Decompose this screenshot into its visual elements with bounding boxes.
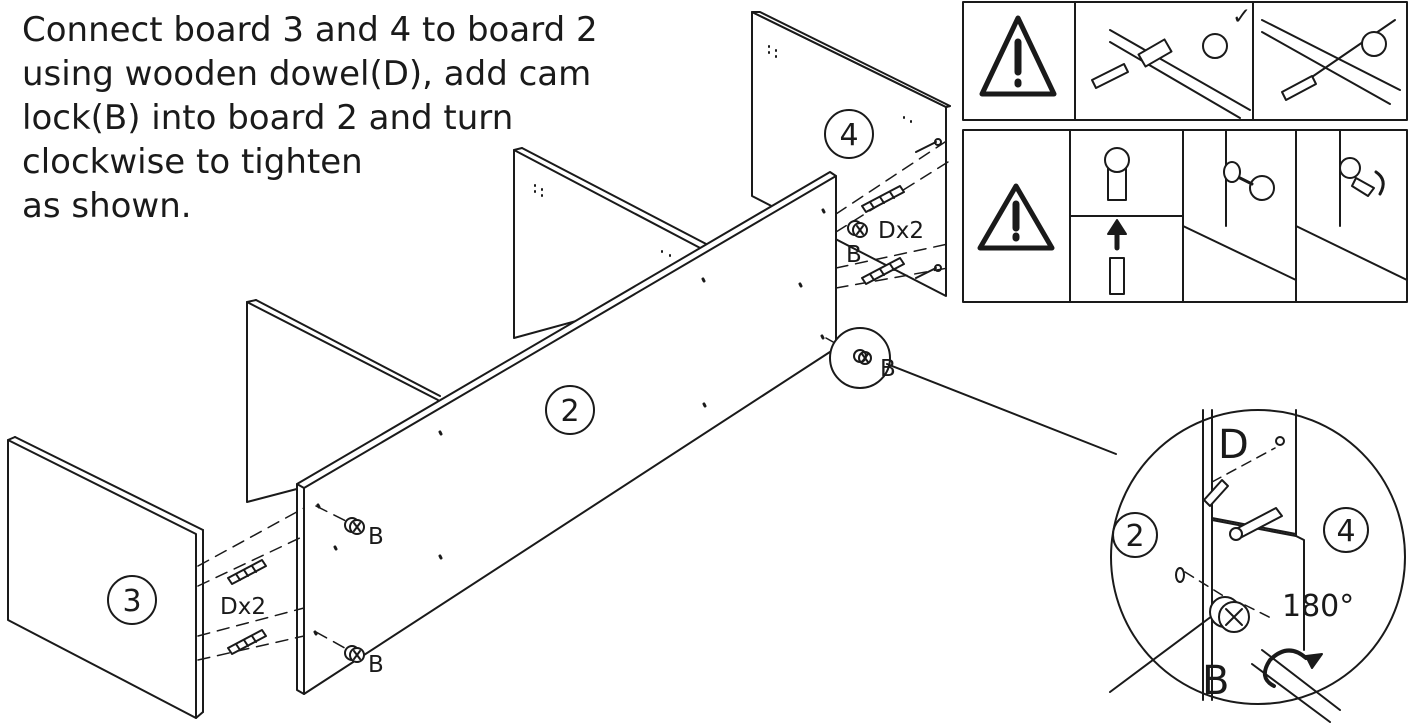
warning-triangle-icon <box>979 15 1057 97</box>
cam-lock-label-upper-left: B <box>368 524 384 550</box>
detail-board-4-label: 4 <box>1336 514 1355 549</box>
warning-triangle-icon-2 <box>977 183 1055 251</box>
dowel-count-right: Dx2 <box>878 218 924 244</box>
instruction-line-4: clockwise to tighten <box>22 142 363 182</box>
detail-dowel-label: D <box>1218 422 1249 468</box>
board-labels: 2 3 4 <box>107 109 874 625</box>
board-4-label: 4 <box>839 118 858 153</box>
dowel-right-lower <box>861 257 905 285</box>
board-4-pins <box>915 138 942 279</box>
detail-callout-large <box>1109 409 1406 723</box>
dowel-right-upper <box>861 185 905 213</box>
detail-board-2-label: 2 <box>1125 519 1144 554</box>
dowel-guide-lines <box>197 139 949 661</box>
board-3-label: 3 <box>122 584 141 619</box>
board-2-label: 2 <box>560 394 579 429</box>
instruction-line-3: lock(B) into board 2 and turn <box>22 98 514 138</box>
cam-lock-label-right: B <box>846 242 862 268</box>
dowel-left-lower <box>227 629 267 655</box>
cam-lock-upper-left <box>344 517 365 535</box>
cam-lock-label-lower-left: B <box>368 652 384 678</box>
instruction-line-1: Connect board 3 and 4 to board 2 <box>22 10 598 50</box>
cam-lock-lower-left <box>344 645 365 663</box>
board-dot-marks <box>534 45 912 257</box>
dowel-left-upper <box>227 559 267 585</box>
detail-cam-label: B <box>1202 658 1229 704</box>
hardware-labels: Dx2 Dx2 B B B B <box>220 218 924 678</box>
rotation-label: 180° <box>1282 589 1354 624</box>
warning-panel-bottom <box>962 129 1408 303</box>
instruction-line-5: as shown. <box>22 186 192 226</box>
board-3 <box>7 436 204 719</box>
warning-panel-top <box>962 1 1408 121</box>
instruction-line-2: using wooden dowel(D), add cam <box>22 54 592 94</box>
check-mark: ✓ <box>1232 4 1251 30</box>
cam-lock-right-upper <box>847 220 868 238</box>
instruction-text: Connect board 3 and 4 to board 2 using w… <box>22 8 722 228</box>
detail-labels: 2 4 D B 180° ✓ <box>1112 4 1369 704</box>
board-2-holes <box>313 208 826 636</box>
dowel-count-left: Dx2 <box>220 594 266 620</box>
detail-callout-small <box>829 327 1117 455</box>
cam-lock-label-callout: B <box>880 356 896 382</box>
